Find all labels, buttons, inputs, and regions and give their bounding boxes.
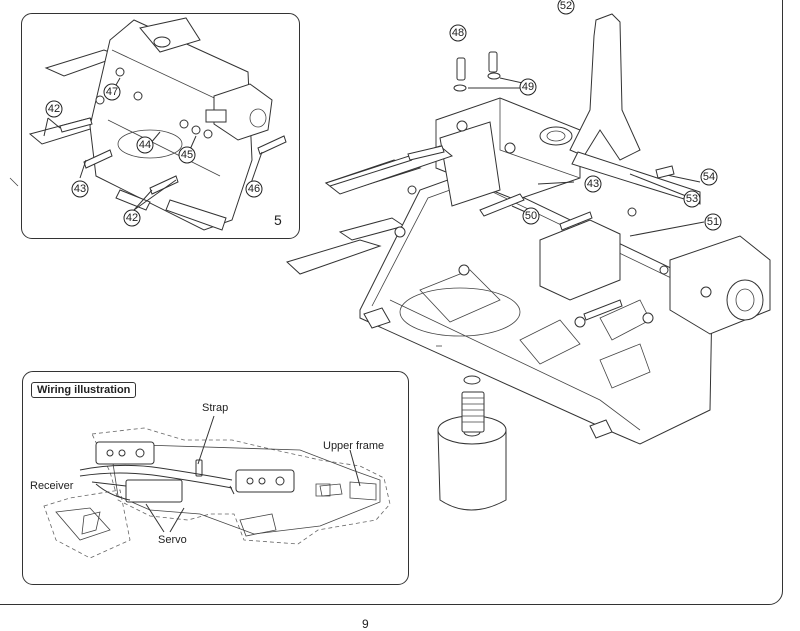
- svg-text:52: 52: [560, 0, 572, 12]
- svg-text:50: 50: [525, 210, 537, 222]
- svg-text:47: 47: [106, 86, 118, 98]
- svg-text:46: 46: [248, 183, 260, 195]
- callout-51: 51: [704, 213, 722, 231]
- callout-53: 53: [683, 190, 701, 208]
- page-number: 9: [362, 617, 369, 631]
- svg-text:49: 49: [522, 81, 534, 93]
- receiver-label: Receiver: [30, 480, 74, 492]
- svg-text:51: 51: [707, 216, 719, 228]
- callout-44: 44: [136, 136, 154, 154]
- svg-text:42: 42: [126, 212, 138, 224]
- callout-43: 43: [71, 180, 89, 198]
- callout-43: 43: [584, 175, 602, 193]
- svg-text:43: 43: [74, 183, 86, 195]
- svg-text:43: 43: [587, 178, 599, 190]
- upper-frame-label: Upper frame: [323, 440, 384, 452]
- callout-42-upper: 42: [45, 100, 63, 118]
- callout-48: 48: [449, 24, 467, 42]
- callout-50: 50: [522, 207, 540, 225]
- servo-label: Servo: [158, 534, 187, 546]
- callout-42-lower: 42: [123, 209, 141, 227]
- svg-text:42: 42: [48, 103, 60, 115]
- callout-54: 54: [700, 168, 718, 186]
- svg-text:54: 54: [703, 171, 715, 183]
- page-frame: [0, 0, 783, 605]
- strap-label: Strap: [202, 402, 228, 414]
- callout-46: 46: [245, 180, 263, 198]
- svg-text:44: 44: [139, 139, 151, 151]
- svg-text:48: 48: [452, 27, 464, 39]
- callout-45: 45: [178, 146, 196, 164]
- step-number: 5: [274, 212, 282, 228]
- wiring-inset: [22, 371, 409, 585]
- callout-52: 52: [557, 0, 575, 15]
- svg-text:53: 53: [686, 193, 698, 205]
- svg-text:45: 45: [181, 149, 193, 161]
- callout-47: 47: [103, 83, 121, 101]
- wiring-title: Wiring illustration: [31, 382, 137, 398]
- callout-49: 49: [519, 78, 537, 96]
